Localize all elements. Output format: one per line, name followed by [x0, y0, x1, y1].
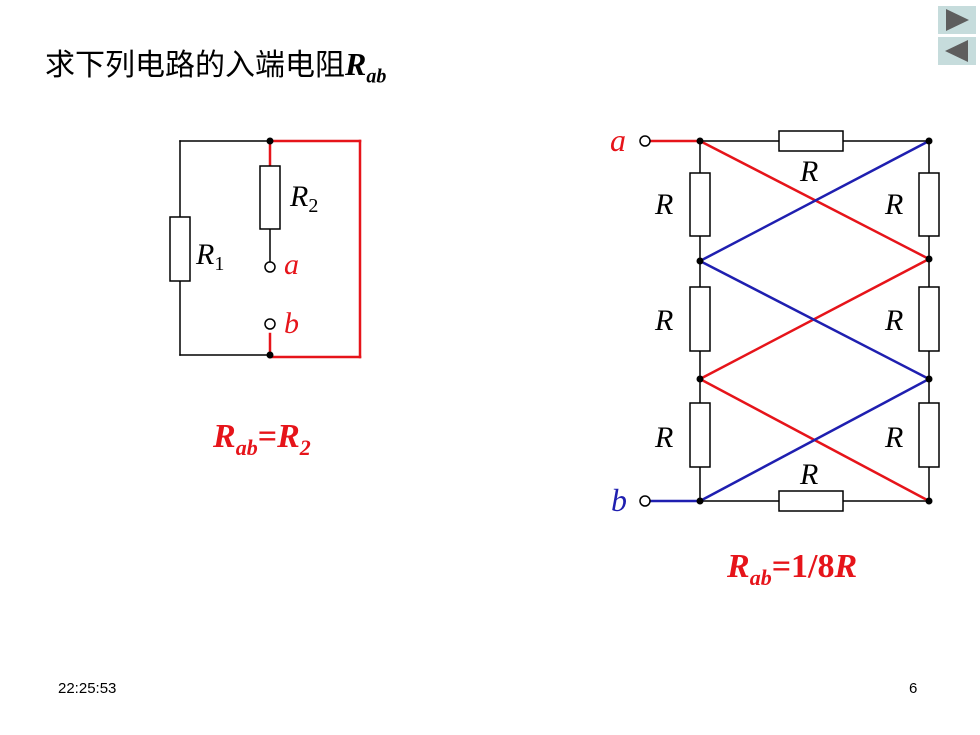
next-slide-button[interactable] — [938, 6, 976, 34]
right-circuit-blue-wires — [650, 139, 930, 503]
terminal-a-right — [639, 135, 651, 147]
left-node-bottom — [266, 351, 274, 359]
terminal-b-right — [639, 495, 651, 507]
label-b-left: b — [284, 307, 299, 340]
formula-var: R — [213, 418, 236, 455]
footer-time: 22:25:53 — [58, 680, 117, 697]
formula-rhs-sub: 2 — [299, 434, 311, 460]
label-r-bottom: R — [799, 458, 818, 491]
resistor-right-3 — [918, 402, 940, 468]
formula-rhs: R — [277, 418, 300, 455]
right-circuit-wires — [699, 140, 930, 502]
left-circuit-wires — [179, 140, 271, 356]
label-r-right-1: R — [884, 188, 903, 221]
label-r-top: R — [799, 155, 818, 188]
left-circuit-short-wire — [268, 139, 362, 359]
label-r-left-1: R — [654, 188, 673, 221]
resistor-right-2 — [918, 286, 940, 352]
label-r1: R1 — [195, 238, 224, 275]
title-text: 求下列电路的入端电阻 — [45, 48, 345, 83]
terminal-a — [264, 261, 276, 273]
title-var-letter: R — [345, 46, 367, 82]
label-r2: R2 — [289, 180, 318, 217]
label-a-left: a — [284, 248, 299, 281]
resistor-left-2 — [689, 286, 711, 352]
resistor-right-1 — [918, 172, 940, 237]
terminal-b — [264, 318, 276, 330]
label-r-left-3: R — [654, 421, 673, 454]
page-number: 6 — [909, 680, 918, 697]
right-circuit-nodes — [696, 137, 933, 505]
formula-sub: ab — [235, 434, 258, 460]
resistor-bottom — [778, 490, 844, 512]
title-var-subscript: ab — [366, 65, 387, 88]
resistor-r1 — [169, 216, 191, 282]
right-circuit: a b R R R R R R R R — [610, 122, 940, 518]
left-circuit: R1 R2 a b — [169, 137, 362, 359]
label-r-left-2: R — [654, 304, 673, 337]
resistor-left-1 — [689, 172, 711, 237]
previous-slide-button[interactable] — [938, 37, 976, 65]
label-b-right: b — [611, 482, 627, 518]
formula-var: R — [727, 548, 750, 585]
right-result-formula: Rab=1/8R — [727, 548, 857, 591]
label-r-right-2: R — [884, 304, 903, 337]
left-node-top — [266, 137, 274, 145]
resistor-top — [778, 130, 844, 152]
formula-rhs: R — [834, 548, 858, 585]
label-r-right-3: R — [884, 421, 903, 454]
page-title: 求下列电路的入端电阻Rab — [45, 40, 386, 88]
slide-navigation — [938, 6, 976, 66]
triangle-right-icon — [946, 9, 969, 31]
resistor-left-3 — [689, 402, 711, 468]
label-a-right: a — [610, 122, 626, 158]
formula-value: =1/8 — [771, 548, 835, 585]
formula-equals: = — [257, 418, 278, 455]
resistor-r2 — [259, 165, 281, 230]
formula-sub: ab — [749, 564, 772, 590]
title-variable: Rab — [345, 46, 386, 87]
left-result-formula: Rab=R2 — [213, 418, 311, 461]
triangle-left-icon — [945, 40, 968, 62]
